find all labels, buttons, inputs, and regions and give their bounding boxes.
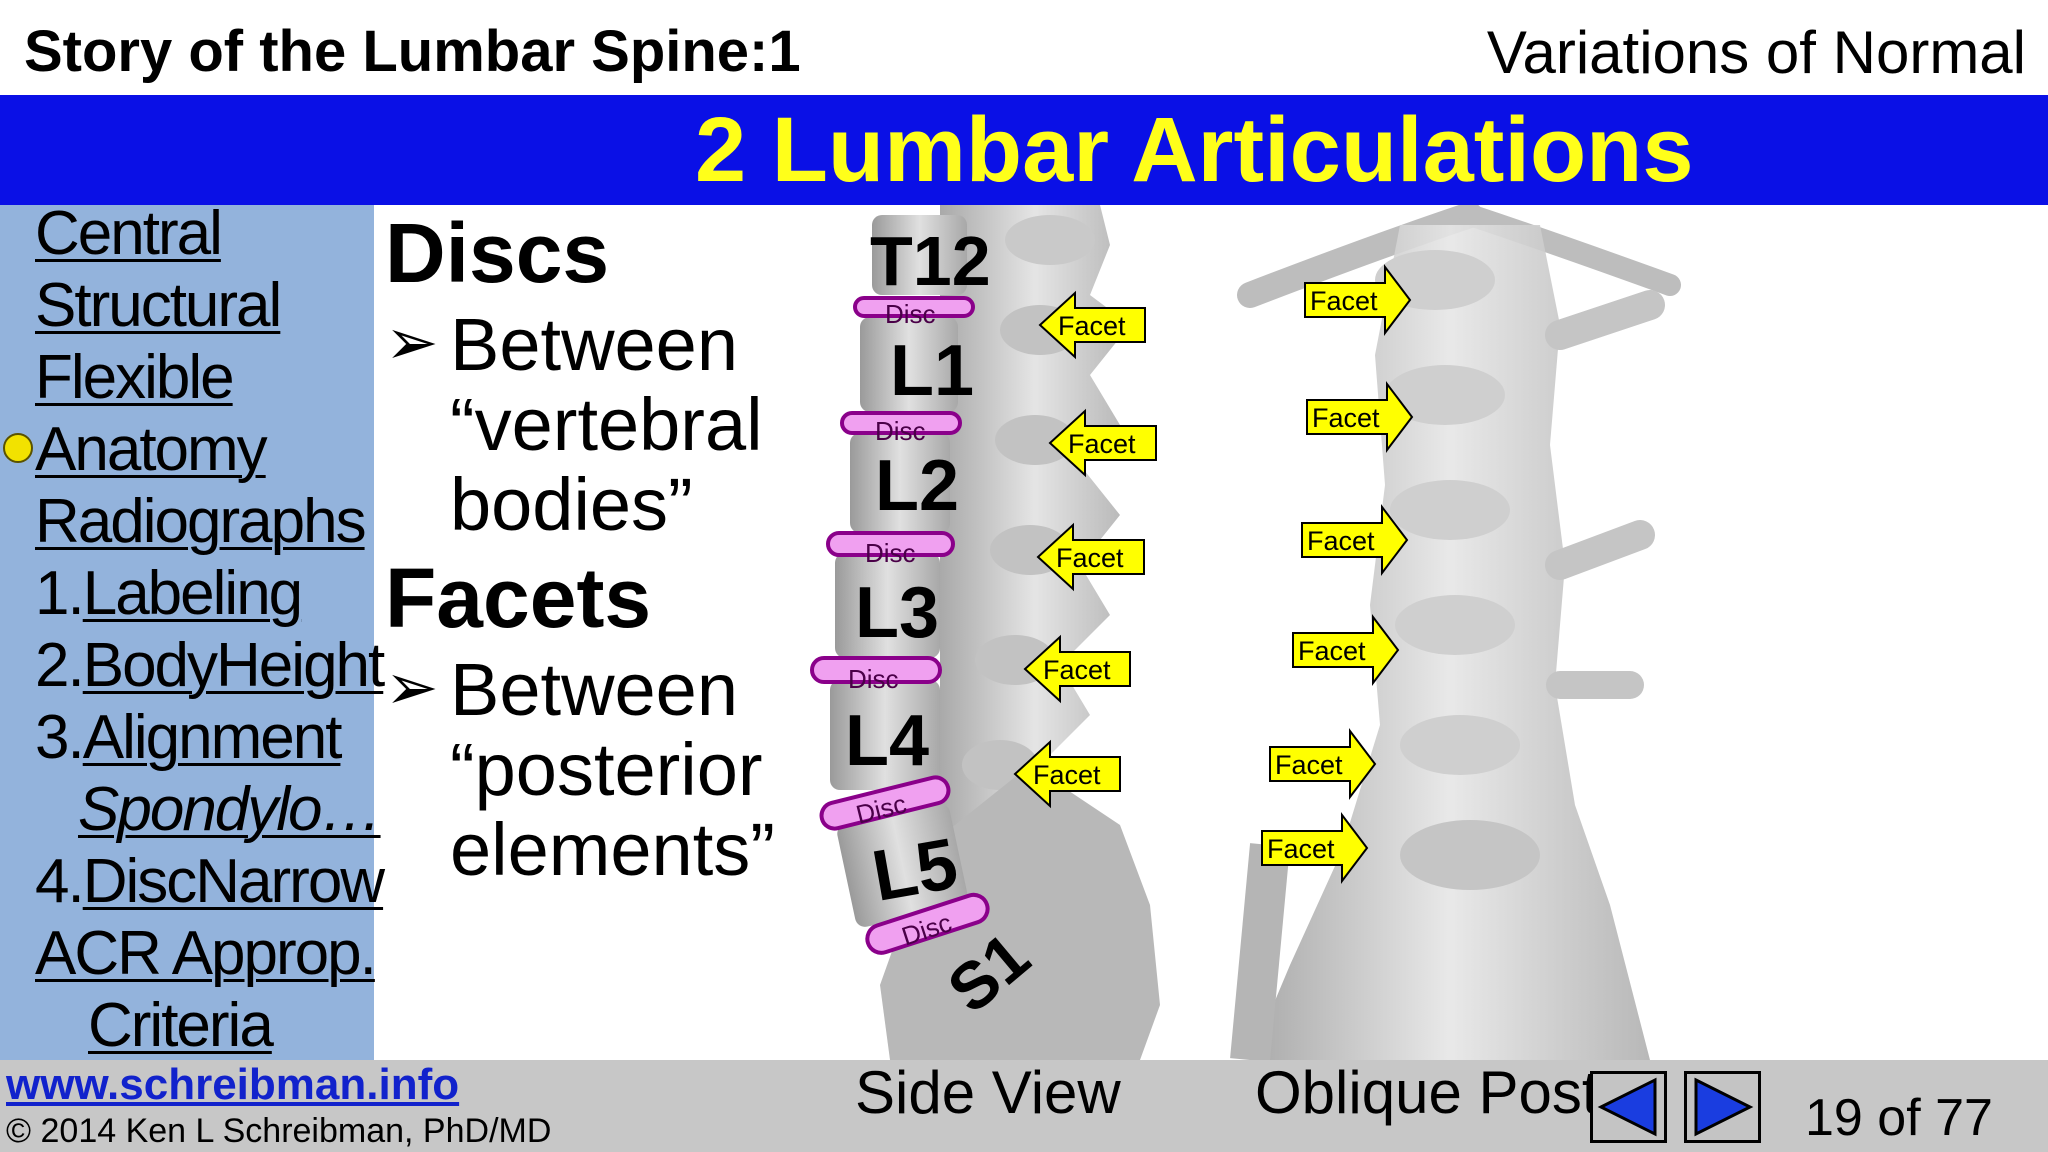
sidebar-item-labeling[interactable]: 1.Labeling: [35, 559, 303, 628]
facets-heading: Facets: [385, 551, 652, 645]
website-link[interactable]: www.schreibman.info: [6, 1060, 460, 1109]
bullet-arrow-icon: ➢: [385, 651, 439, 723]
svg-text:Facet: Facet: [1307, 526, 1375, 556]
facet-arrow-icon: Facet: [1306, 381, 1414, 453]
title-banner: [0, 95, 2048, 205]
next-slide-button[interactable]: [1684, 1071, 1761, 1143]
sidebar-nav: [0, 205, 374, 1060]
facet-arrow-icon: Facet: [1013, 739, 1121, 809]
triangle-right-icon: [1694, 1077, 1754, 1137]
sidebar-item-central[interactable]: Central: [35, 199, 223, 268]
svg-text:Facet: Facet: [1033, 760, 1101, 790]
facet-arrow-icon: Facet: [1023, 634, 1131, 704]
triangle-left-icon: [1597, 1077, 1657, 1137]
prev-slide-button[interactable]: [1590, 1071, 1667, 1143]
svg-text:Facet: Facet: [1298, 636, 1366, 666]
facet-arrow-icon: Facet: [1304, 264, 1412, 336]
vertebra-label-l1: L1: [890, 331, 974, 411]
svg-text:Facet: Facet: [1267, 834, 1335, 864]
facet-arrow-icon: Facet: [1301, 504, 1409, 576]
sidebar-item-flexible[interactable]: Flexible: [35, 343, 235, 412]
facet-arrow-icon: Facet: [1036, 522, 1145, 592]
facets-bullet-line-2: “posterior: [450, 728, 763, 811]
svg-text:Facet: Facet: [1058, 311, 1126, 341]
svg-text:Facet: Facet: [1312, 403, 1380, 433]
sidebar-item-acr-approp[interactable]: ACR Approp.: [35, 919, 377, 988]
discs-bullet-line-1: Between: [450, 303, 738, 386]
disc-label: Disc: [865, 538, 916, 568]
disc-label: Disc: [875, 416, 926, 446]
current-item-marker-icon: [3, 433, 33, 463]
oblique-post-spine-image: Facet Facet Facet Facet Facet Facet: [1230, 205, 1681, 1060]
svg-text:Facet: Facet: [1275, 750, 1343, 780]
discs-bullet-line-3: bodies”: [450, 463, 693, 546]
sidebar-item-criteria[interactable]: Criteria: [88, 991, 274, 1060]
section-title: Variations of Normal: [1486, 19, 2026, 86]
svg-text:Facet: Facet: [1068, 429, 1136, 459]
presentation-title: Story of the Lumbar Spine:1: [24, 19, 801, 84]
sidebar-item-structural[interactable]: Structural: [35, 271, 282, 340]
page-indicator: 19 of 77: [1805, 1089, 1993, 1147]
facets-bullet-line-1: Between: [450, 648, 738, 731]
facet-arrow-icon: Facet: [1292, 614, 1400, 686]
discs-bullet-line-2: “vertebral: [450, 383, 763, 466]
sidebar-item-anatomy[interactable]: Anatomy: [35, 415, 268, 484]
facet-arrow-icon: Facet: [1261, 812, 1369, 884]
svg-text:Facet: Facet: [1056, 543, 1124, 573]
disc-label: Disc: [885, 299, 936, 329]
facets-bullet-line-3: elements”: [450, 808, 775, 891]
bullet-arrow-icon: ➢: [385, 306, 439, 378]
vertebra-label-t12: T12: [870, 222, 991, 300]
vertebra-label-l2: L2: [875, 446, 959, 526]
sidebar-item-alignment[interactable]: 3.Alignment: [35, 703, 342, 772]
facet-arrow-icon: Facet: [1269, 728, 1377, 800]
side-view-spine-image: Disc Disc Disc Disc Disc Disc T12 L1 L2 …: [810, 205, 1160, 1060]
slide-title: 2 Lumbar Articulations: [695, 99, 1694, 201]
facet-arrow-icon: Facet: [1048, 408, 1157, 478]
vertebra-label-l4: L4: [845, 701, 929, 781]
vertebra-label-l3: L3: [855, 573, 939, 653]
svg-text:Facet: Facet: [1043, 655, 1111, 685]
sidebar-item-radiographs[interactable]: Radiographs: [35, 487, 367, 556]
sidebar-item-bodyheight[interactable]: 2.BodyHeight: [35, 631, 385, 700]
side-view-caption: Side View: [855, 1059, 1121, 1126]
facet-arrow-icon: Facet: [1038, 290, 1146, 360]
vertebra-label-l5: L5: [867, 824, 964, 917]
copyright-text: © 2014 Ken L Schreibman, PhD/MD: [6, 1112, 552, 1150]
svg-text:Facet: Facet: [1310, 286, 1378, 316]
disc-label: Disc: [848, 664, 899, 694]
discs-heading: Discs: [385, 206, 610, 300]
sidebar-item-discnarrow[interactable]: 4.DiscNarrow: [35, 847, 385, 916]
sidebar-item-spondylo[interactable]: Spondylo…: [78, 775, 383, 844]
oblique-post-caption: Oblique Post: [1255, 1059, 1599, 1126]
